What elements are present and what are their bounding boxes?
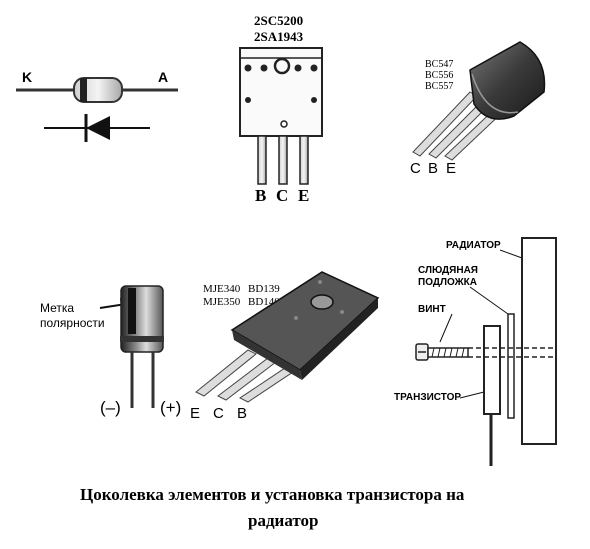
to92-part-line3: BC557 <box>425 81 453 92</box>
to92-pin-b-label: B <box>428 160 438 177</box>
capacitor-body <box>120 285 164 353</box>
caption-line1: Цоколевка элементов и установка транзист… <box>80 485 465 504</box>
to3p-hole <box>244 64 252 72</box>
mica-label-line1: СЛЮДЯНАЯ <box>418 265 478 276</box>
to92-part-line1: BC547 <box>425 59 453 70</box>
to126-part-line1a: MJE340 <box>203 283 241 295</box>
mica-label-line2: ПОДЛОЖКА <box>418 277 477 288</box>
diode-symbol-triangle <box>86 116 110 140</box>
mounted-transistor <box>483 325 501 415</box>
to3p-hole <box>294 64 302 72</box>
to92-pin-e-label: E <box>446 160 456 177</box>
mounting-diagram: РАДИАТОР СЛЮДЯНАЯ ПОДЛОЖКА ВИНТ ТРАНЗИСТ… <box>394 237 557 466</box>
to3p-pin-b-label: B <box>255 186 266 205</box>
to3p-transistor: 2SC5200 2SA1943 B C E <box>239 13 323 205</box>
diode-group: K A <box>16 69 178 142</box>
to3p-pin-b <box>257 135 267 185</box>
to126-pin-b-label: B <box>237 405 247 422</box>
capacitor-group: Метка полярности (–) (+) <box>40 285 181 417</box>
to3p-hole <box>260 64 268 72</box>
polarity-label-line2: полярности <box>40 316 105 330</box>
capacitor-polarity-stripe <box>128 288 136 334</box>
to3p-part-line1: 2SC5200 <box>254 13 303 28</box>
to92-part-line2: BC556 <box>425 70 453 81</box>
diode-anode-label: A <box>158 69 168 85</box>
to3p-pin-e <box>299 135 309 185</box>
mica-insulator <box>507 313 515 419</box>
to3p-hole <box>310 64 318 72</box>
to3p-pin-c-label: C <box>276 186 288 205</box>
radiator-label: РАДИАТОР <box>446 240 501 251</box>
polarity-label-line1: Метка <box>40 301 74 315</box>
to126-transistor: MJE340 BD139 MJE350 BD140 E C B <box>190 271 380 422</box>
caption-line2: радиатор <box>248 511 319 530</box>
to92-body <box>469 41 546 120</box>
to126-pin-e-label: E <box>190 405 200 422</box>
diode-cathode-label: K <box>22 69 32 85</box>
to126-pin-c-label: C <box>213 405 224 422</box>
screw-label: ВИНТ <box>418 304 446 315</box>
capacitor-plus-label: (+) <box>160 398 181 417</box>
to3p-part-line2: 2SA1943 <box>254 29 304 44</box>
to126-part-line2a: MJE350 <box>203 296 241 308</box>
to92-transistor: BC547 BC556 BC557 C B E <box>410 41 546 177</box>
to126-part-line1b: BD139 <box>248 283 280 295</box>
radiator <box>521 237 557 445</box>
screw-shaft <box>427 347 469 358</box>
to3p-pin-e-label: E <box>298 186 309 205</box>
capacitor-minus-label: (–) <box>100 398 121 417</box>
transistor-label: ТРАНЗИСТОР <box>394 392 461 403</box>
to126-lead-e <box>195 349 257 397</box>
to3p-pin-c <box>278 135 288 185</box>
to92-pin-c-label: C <box>410 160 421 177</box>
to126-mount-hole <box>310 294 334 310</box>
diode-cathode-band <box>80 78 87 102</box>
to3p-mount-hole <box>273 57 291 75</box>
